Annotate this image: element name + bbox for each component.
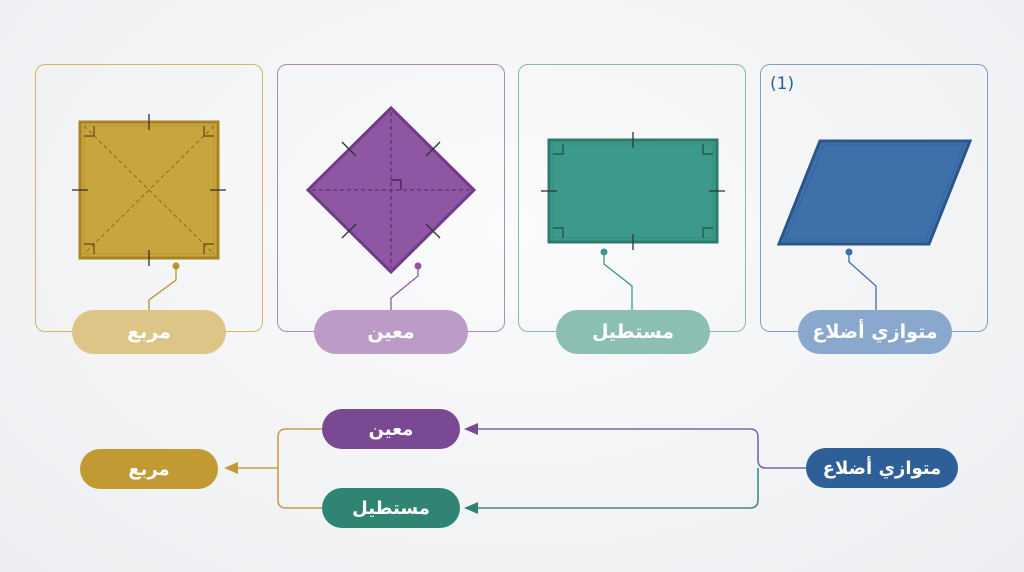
parallelogram-shape (776, 139, 973, 312)
rhombus-shape (305, 105, 477, 312)
rectangle-label: مستطيل (556, 310, 710, 354)
hierarchy-rectangle: مستطيل (322, 488, 460, 528)
parallelogram-label: متوازي أضلاع (798, 310, 952, 354)
hierarchy-root-parallelogram: متوازي أضلاع (806, 448, 958, 488)
figure-number: (1) (770, 74, 795, 94)
hierarchy-rhombus: معين (322, 409, 460, 449)
square-shape (72, 114, 226, 312)
rhombus-label: معين (314, 310, 468, 354)
hierarchy-square: مربع (80, 449, 218, 489)
hierarchy-connectors (224, 423, 806, 514)
rectangle-shape (541, 132, 725, 312)
square-label: مربع (72, 310, 226, 354)
